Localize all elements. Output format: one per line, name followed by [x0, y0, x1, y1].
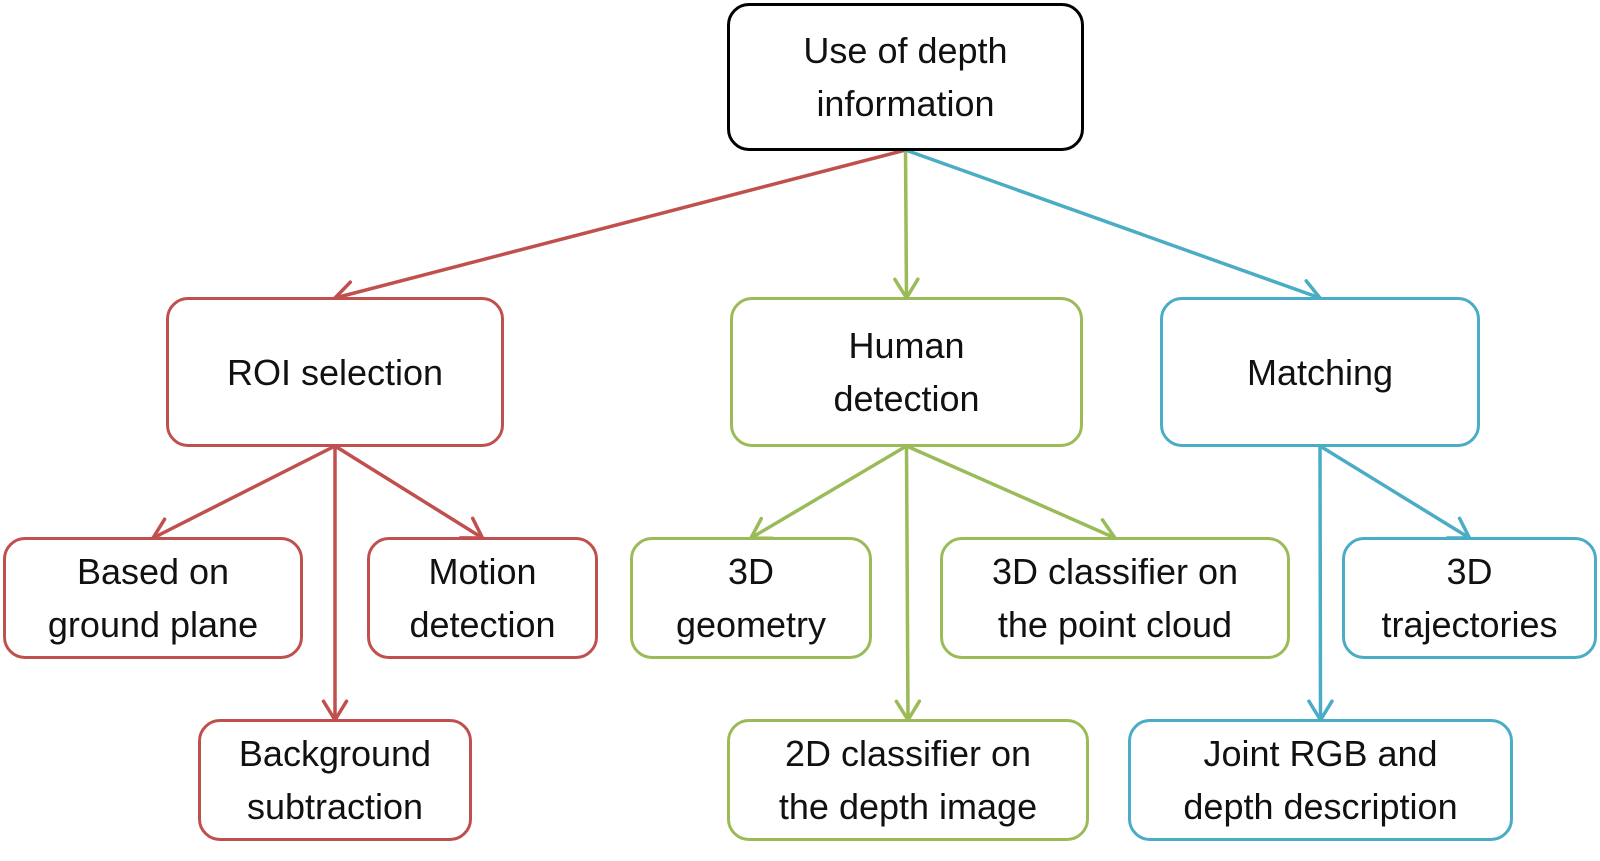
- arrow-human-to-depthimage: [894, 444, 922, 722]
- arrow-roi-to-ground: [151, 444, 337, 542]
- node-line: subtraction: [246, 786, 424, 827]
- node-motion-detection: Motion detection: [367, 537, 598, 659]
- node-line: ROI selection: [226, 351, 444, 393]
- root-node-use-of-depth-information: Use of depth information: [727, 3, 1084, 151]
- node-line: 3D: [727, 551, 774, 592]
- node-line: Joint RGB and: [1203, 733, 1438, 774]
- node-line: Use of depth: [803, 30, 1008, 71]
- node-matching: Matching: [1160, 297, 1480, 447]
- node-human-detection: Human detection: [730, 297, 1083, 447]
- node-line: Human: [848, 325, 965, 366]
- node-line: 3D: [1446, 551, 1493, 592]
- node-3d-geometry: 3D geometry: [630, 537, 872, 659]
- node-line: depth description: [1183, 786, 1458, 827]
- node-line: 3D classifier on: [991, 551, 1239, 592]
- node-line: the point cloud: [997, 604, 1233, 645]
- node-line: detection: [409, 604, 556, 645]
- node-line: Background: [238, 733, 432, 774]
- node-line: ground plane: [47, 604, 259, 645]
- node-line: detection: [833, 378, 980, 419]
- node-based-on-ground-plane: Based on ground plane: [3, 537, 303, 659]
- arrow-root-to-human: [893, 148, 920, 300]
- connector-line: [1318, 444, 1472, 540]
- arrow-human-to-pointcloud: [904, 444, 1117, 543]
- arrow-roi-to-background: [321, 444, 349, 722]
- connector-line: [904, 444, 1117, 540]
- node-line: information: [816, 83, 995, 124]
- connector-line: [903, 148, 909, 300]
- node-3d-trajectories: 3D trajectories: [1342, 537, 1597, 659]
- arrow-roi-to-motion: [333, 444, 485, 540]
- connector-line: [749, 444, 909, 540]
- arrow-matching-to-joint: [1307, 444, 1334, 722]
- connector-line: [333, 148, 908, 300]
- node-2d-classifier-depth-image: 2D classifier on the depth image: [727, 719, 1089, 841]
- node-line: geometry: [675, 604, 827, 645]
- arrow-root-to-roi: [333, 148, 908, 307]
- node-3d-classifier-point-cloud: 3D classifier on the point cloud: [940, 537, 1290, 659]
- node-line: Based on: [76, 551, 230, 592]
- connector-line: [904, 444, 910, 722]
- node-line: 2D classifier on: [784, 733, 1032, 774]
- arrow-human-to-geometry: [749, 444, 909, 541]
- node-line: trajectories: [1381, 604, 1558, 645]
- arrow-matching-to-trajectories: [1318, 444, 1472, 540]
- arrow-root-to-matching: [903, 148, 1322, 305]
- connector-line: [151, 444, 337, 540]
- node-line: Matching: [1246, 351, 1394, 393]
- node-joint-rgb-depth-description: Joint RGB and depth description: [1128, 719, 1513, 841]
- node-line: Motion: [428, 551, 537, 592]
- node-background-subtraction: Background subtraction: [198, 719, 472, 841]
- node-line: the depth image: [778, 786, 1038, 827]
- connector-line: [333, 444, 485, 540]
- connector-line: [1318, 444, 1323, 722]
- connector-line: [903, 148, 1322, 300]
- node-roi-selection: ROI selection: [166, 297, 504, 447]
